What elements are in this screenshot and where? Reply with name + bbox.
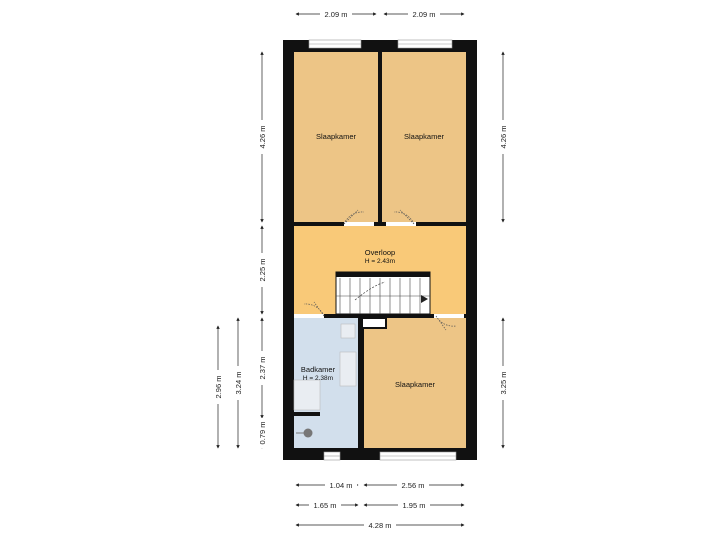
dim-bottom-1: 1.04 m [330,481,353,490]
dim-left-landing: 2.25 m [258,259,267,282]
room-label-bedroom-top-right: Slaapkamer [404,132,445,141]
dim-left-small: 0.79 m [258,422,267,445]
duct [361,317,387,329]
bedroom-bottom-right [364,318,466,448]
dim-right-top-room: 4.26 m [499,126,508,149]
room-label-bedroom-top-left: Slaapkamer [316,132,357,141]
dim-left-outer-2: 2.96 m [214,376,223,399]
dim-left-bath: 2.37 m [258,357,267,380]
dim-bottom-2: 2.56 m [402,481,425,490]
dim-top-right: 2.09 m [413,10,436,19]
dim-top-left: 2.09 m [325,10,348,19]
dim-right-bottom-room: 3.25 m [499,372,508,395]
dim-bottom-total: 4.28 m [369,521,392,530]
bedroom-top-right [382,52,466,222]
dim-left-outer-1: 3.24 m [234,372,243,395]
windows [308,39,457,461]
dim-bottom-4: 1.95 m [403,501,426,510]
dim-bottom-3: 1.65 m [314,501,337,510]
room-label-bedroom-bottom-right: Slaapkamer [395,380,436,389]
staircase [335,271,431,315]
doors [294,209,464,331]
room-label-bathroom: Badkamer [301,365,336,374]
bedroom-top-left [294,52,378,222]
dim-left-top-room: 4.26 m [258,126,267,149]
room-height-bathroom: H = 2.38m [303,375,333,382]
room-label-landing: Overloop [365,248,395,257]
bathroom-fixtures [293,323,357,438]
room-height-landing: H = 2.43m [365,258,395,265]
